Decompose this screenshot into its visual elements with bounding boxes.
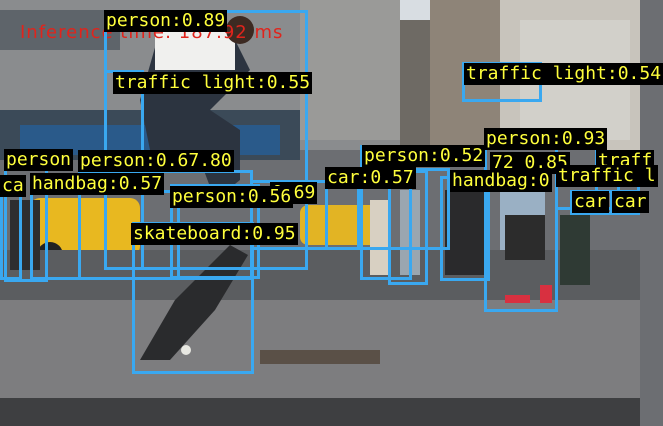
- detection-label: person:0.56: [170, 186, 294, 208]
- detection-label: person:0.52: [362, 145, 486, 167]
- detection-label: person:0.67.80: [78, 150, 234, 172]
- detection-label: handbag:0.57: [30, 173, 165, 195]
- detection-label: car:0.57: [325, 167, 416, 189]
- detection-label: person:0.93: [484, 128, 608, 150]
- detection-label: car: [612, 191, 649, 213]
- detection-label: traffic light:0.54: [464, 63, 663, 85]
- detection-label: handbag:0: [450, 170, 552, 192]
- detection-label: traffic light:0.55: [113, 72, 313, 94]
- detection-label: 72 0.85: [490, 152, 570, 174]
- detection-box: [0, 190, 22, 280]
- detection-label: skateboard:0.95: [131, 223, 298, 245]
- detection-label: traffic l: [556, 165, 658, 187]
- detection-label: car: [572, 191, 609, 213]
- detection-box: [250, 180, 360, 250]
- detection-label: ca: [0, 175, 26, 197]
- detection-label: person: [4, 149, 74, 171]
- detection-label: person:0.89: [104, 10, 228, 32]
